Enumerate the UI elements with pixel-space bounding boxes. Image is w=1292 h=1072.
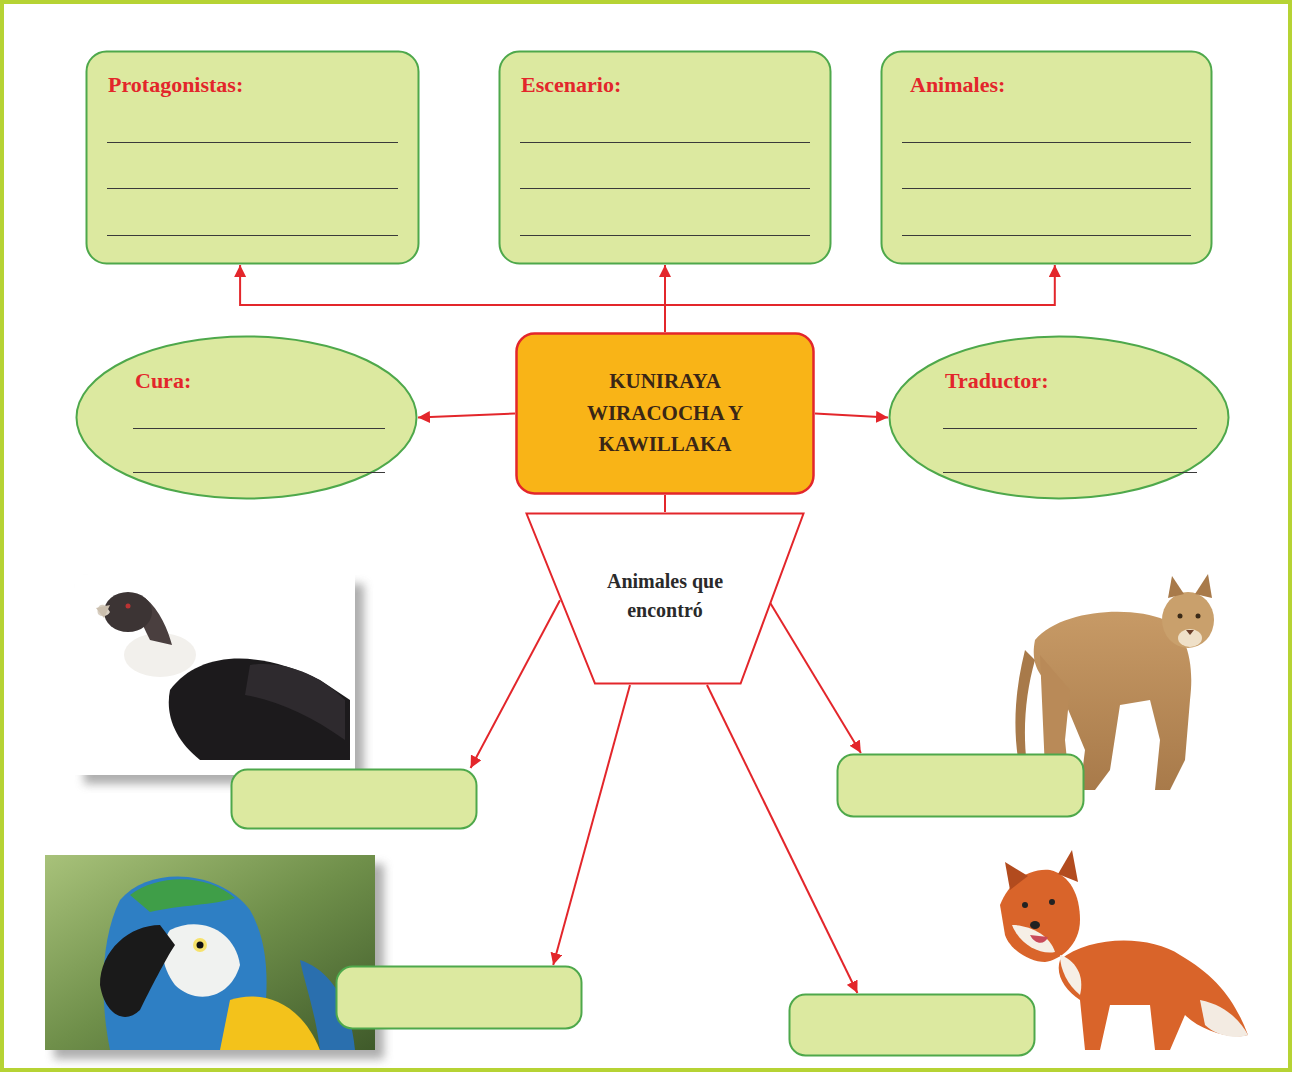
ellipse-outline [77,337,417,499]
ellipse-outline [890,337,1229,499]
answer-box [230,768,478,830]
node-outline [75,335,418,500]
connector-arrow [769,600,861,753]
box-heading: Protagonistas: [108,72,243,98]
connector-arrow [471,600,560,768]
box-outline [882,52,1212,264]
answer-line [943,428,1197,429]
box-outline [232,770,477,829]
answer-line [520,235,810,236]
box-heading: Escenario: [521,72,621,98]
heading-box: Animales: [880,50,1213,265]
heading-box: Protagonistas: [85,50,420,265]
answer-line [520,188,810,189]
heading-ellipse: Traductor: [888,335,1230,500]
macaw-photo [45,855,384,1059]
node-outline [836,753,1085,818]
answer-line [133,472,385,473]
box-outline [87,52,419,264]
heading-box: Escenario: [498,50,832,265]
title-text: KUNIRAYA WIRACOCHA Y KAWILLAKA [548,366,783,461]
box-outline [337,967,582,1029]
connector-arrow [665,265,1055,332]
answer-line [902,235,1191,236]
connector-arrow [553,685,630,965]
connector-arrow [664,495,666,512]
node-outline [230,768,478,830]
label-trapezoid: Animales que encontró [525,512,805,685]
node-outline [788,993,1036,1057]
answer-line [943,472,1197,473]
box-heading: Traductor: [945,368,1048,394]
box-outline [838,755,1084,817]
node-outline [888,335,1230,500]
answer-line [107,142,398,143]
connector-arrow [707,685,857,993]
answer-line [902,142,1191,143]
title-outline [517,334,814,494]
label-text: Animales que encontró [588,567,743,625]
box-heading: Cura: [135,368,191,394]
node-outline [335,965,583,1030]
connector-arrow [815,414,888,418]
heading-ellipse: Cura: [75,335,418,500]
box-heading: Animales: [910,72,1005,98]
answer-line [107,188,398,189]
title-box: KUNIRAYA WIRACOCHA Y KAWILLAKA [515,332,815,495]
answer-box [836,753,1085,818]
fox-figure [1000,850,1248,1050]
answer-line [902,188,1191,189]
answer-line [520,142,810,143]
answer-box [788,993,1036,1057]
box-outline [500,52,831,264]
answer-line [133,428,385,429]
answer-line [107,235,398,236]
connector-arrow [240,265,665,332]
answer-box [335,965,583,1030]
trapezoid-outline [527,514,804,684]
connector-arrow [418,414,515,418]
box-outline [790,995,1035,1056]
condor-photo [75,575,364,784]
